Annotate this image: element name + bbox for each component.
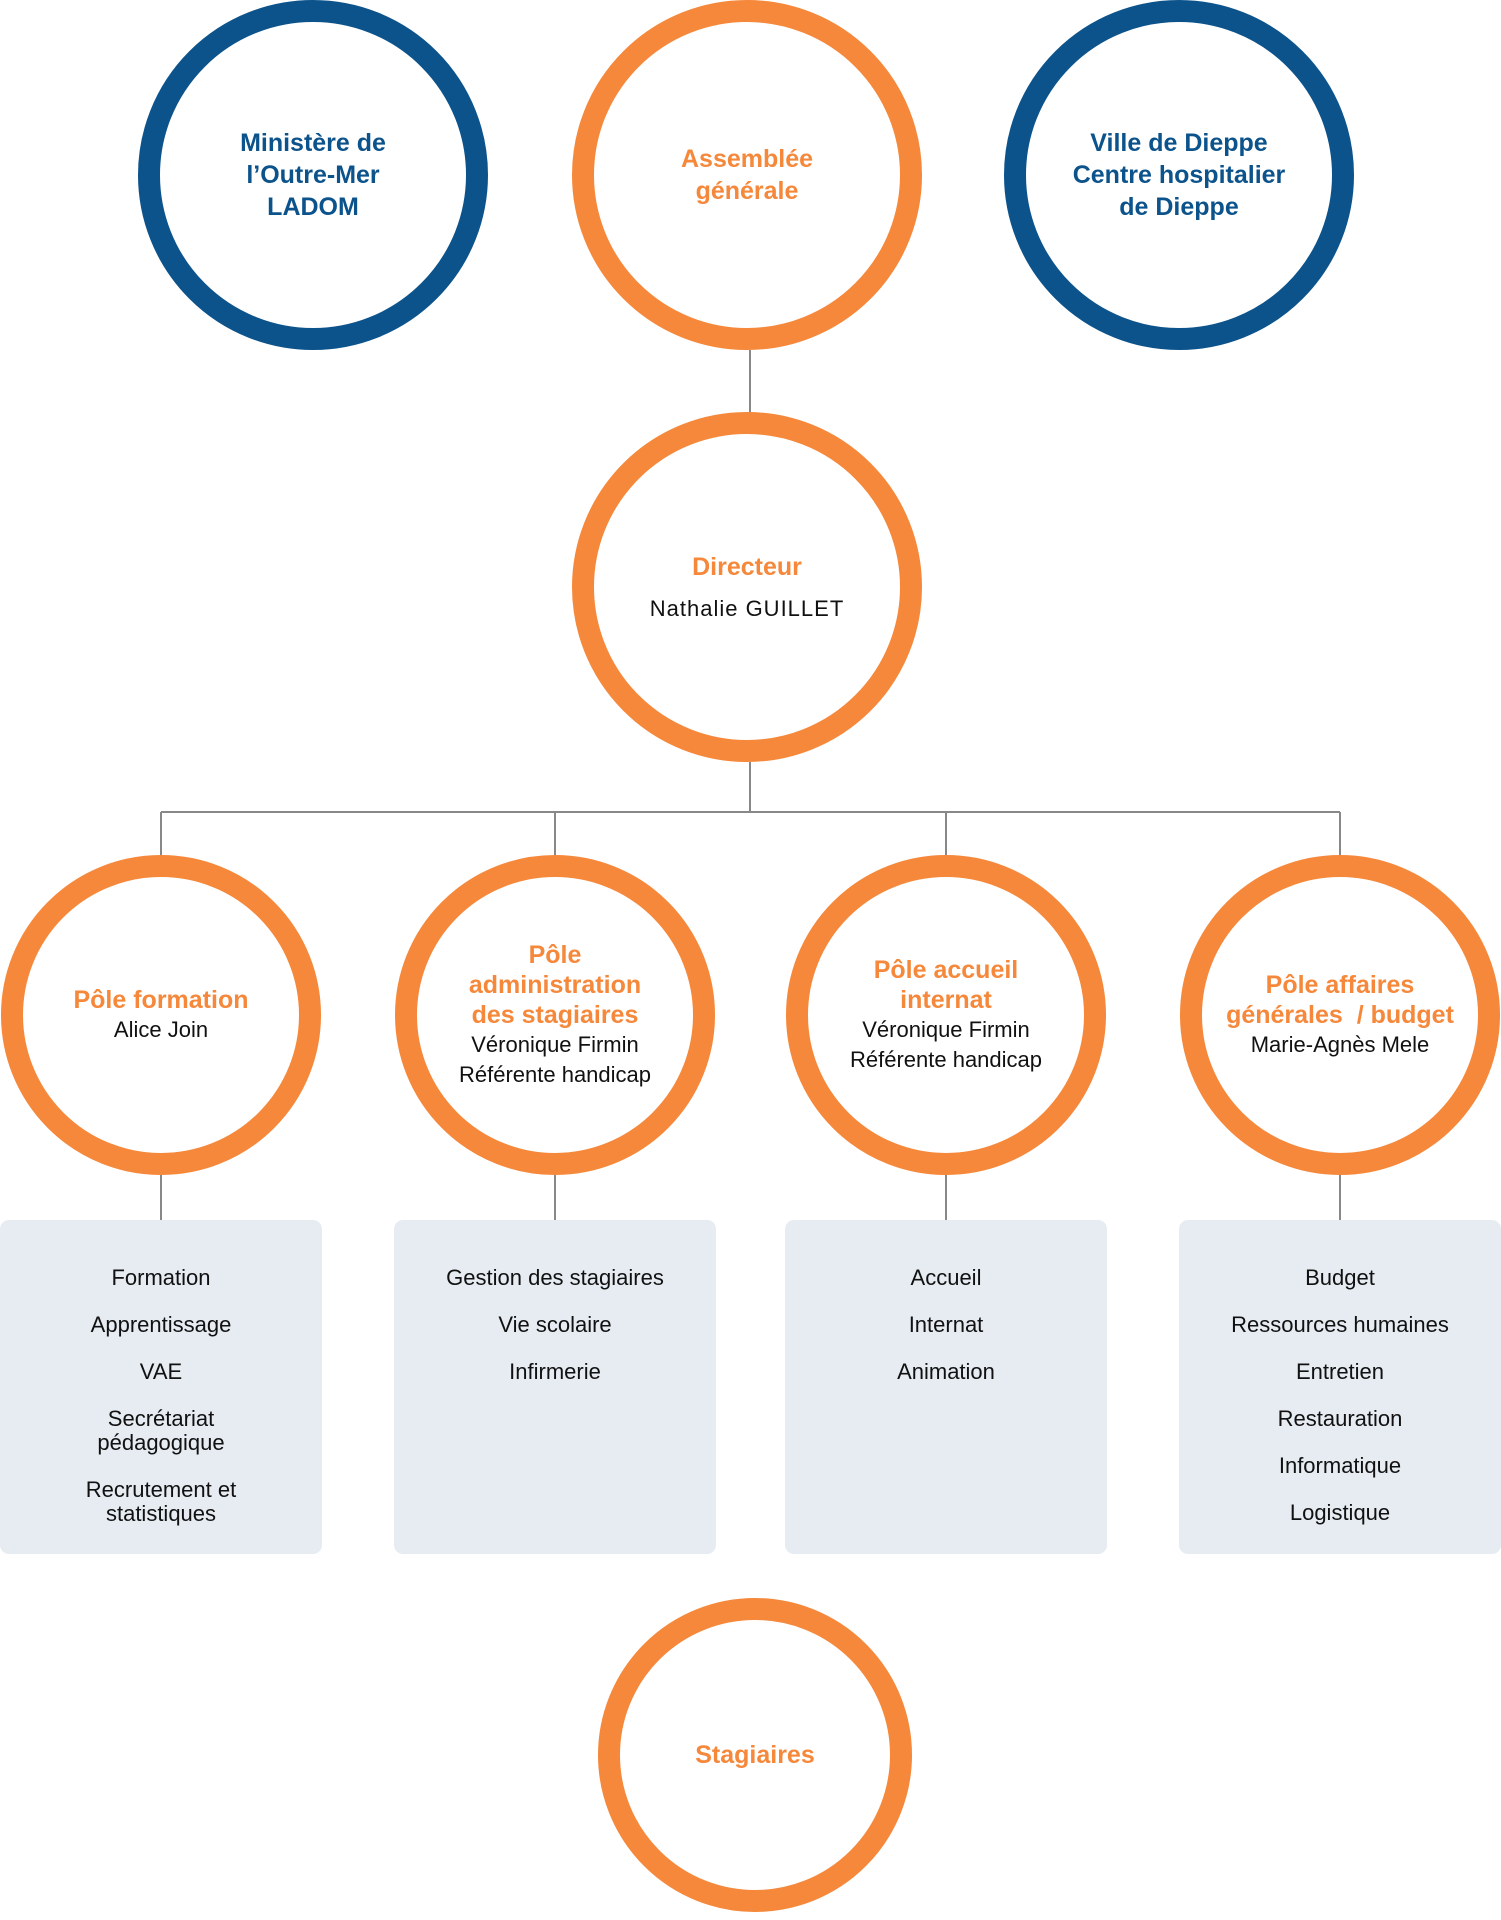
pole-accueil-person-2: Référente handicap <box>849 1047 1043 1072</box>
node-pole-affaires: Pôle affaires générales / budget Marie-A… <box>1180 855 1500 1175</box>
box-pole-administration: Gestion des stagiaires Vie scolaire Infi… <box>394 1220 716 1554</box>
list-item: Entretien <box>1295 1359 1385 1384</box>
pole-formation-person: Alice Join <box>113 1017 209 1042</box>
list-item: Ressources humaines <box>1231 1312 1449 1337</box>
list-item: Animation <box>897 1359 995 1384</box>
pole-affaires-title-1: Pôle affaires <box>1265 971 1415 999</box>
list-item: Formation <box>111 1265 211 1290</box>
pole-administration-title-1: Pôle <box>528 941 582 969</box>
box-pole-accueil: Accueil Internat Animation <box>785 1220 1107 1554</box>
node-assemblee-line-2: générale <box>695 177 799 205</box>
list-item: Secrétariat pédagogique <box>97 1406 225 1455</box>
list-item: Accueil <box>910 1265 982 1290</box>
node-ville-line-3: de Dieppe <box>1119 193 1239 221</box>
list-item: Apprentissage <box>90 1312 232 1337</box>
node-stagiaires: Stagiaires <box>598 1598 912 1912</box>
pole-affaires-title-2: générales / budget <box>1226 1001 1454 1029</box>
list-item: Logistique <box>1289 1500 1391 1525</box>
pole-accueil-title-1: Pôle accueil <box>873 956 1019 984</box>
pole-affaires-person: Marie-Agnès Mele <box>1250 1032 1430 1057</box>
list-item: Gestion des stagiaires <box>446 1265 664 1290</box>
node-pole-administration: Pôle administration des stagiaires Véron… <box>395 855 715 1175</box>
node-ministere-line-3: LADOM <box>267 193 359 221</box>
node-assemblee-line-1: Assemblée <box>680 145 814 173</box>
list-item: Budget <box>1305 1265 1375 1290</box>
list-item: VAE <box>139 1359 183 1384</box>
node-pole-accueil: Pôle accueil internat Véronique Firmin R… <box>786 855 1106 1175</box>
pole-accueil-person-1: Véronique Firmin <box>862 1017 1030 1042</box>
list-item: Internat <box>908 1312 984 1337</box>
node-ministere-line-2: l’Outre-Mer <box>246 161 380 189</box>
node-ville-line-2: Centre hospitalier <box>1072 161 1286 189</box>
node-ville: Ville de Dieppe Centre hospitalier de Di… <box>1004 0 1354 350</box>
node-ministere-line-1: Ministère de <box>240 129 386 157</box>
list-item: Informatique <box>1278 1453 1402 1478</box>
box-pole-affaires: Budget Ressources humaines Entretien Res… <box>1179 1220 1501 1554</box>
pole-administration-person-1: Véronique Firmin <box>471 1032 639 1057</box>
node-ministere: Ministère de l’Outre-Mer LADOM <box>138 0 488 350</box>
directeur-title: Directeur <box>692 553 802 581</box>
list-item: Infirmerie <box>509 1359 601 1384</box>
list-item: Restauration <box>1277 1406 1403 1431</box>
node-pole-formation: Pôle formation Alice Join <box>1 855 321 1175</box>
directeur-name: Nathalie GUILLET <box>649 596 845 621</box>
pole-formation-title: Pôle formation <box>73 986 249 1014</box>
box-pole-formation: Formation Apprentissage VAE Secrétariat … <box>0 1220 322 1554</box>
node-assemblee: Assemblée générale <box>572 0 922 350</box>
pole-accueil-title-2: internat <box>900 986 992 1014</box>
pole-administration-person-2: Référente handicap <box>458 1062 652 1087</box>
node-directeur: Directeur Nathalie GUILLET <box>572 412 922 762</box>
list-item: Vie scolaire <box>498 1312 612 1337</box>
list-item: Recrutement et statistiques <box>85 1477 237 1526</box>
pole-administration-title-3: des stagiaires <box>471 1001 639 1029</box>
stagiaires-title: Stagiaires <box>695 1741 815 1769</box>
node-ville-line-1: Ville de Dieppe <box>1090 129 1268 157</box>
pole-administration-title-2: administration <box>468 971 642 999</box>
